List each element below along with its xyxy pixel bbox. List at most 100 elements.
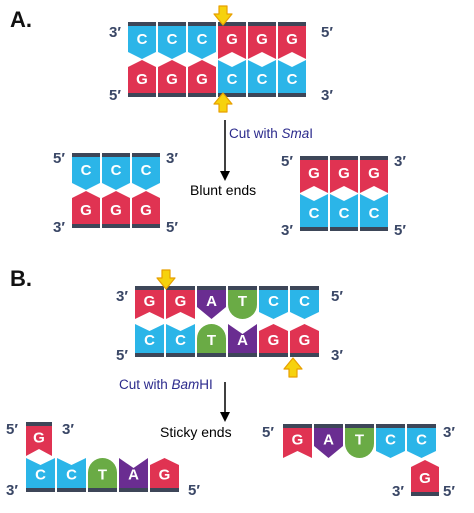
strand-end-label: 3′ [281,222,293,239]
backbone-segment [218,22,246,26]
nucleotide-shape [158,26,186,59]
strand-end-label: 5′ [109,87,121,104]
base-c: C [290,286,319,319]
backbone-segment [228,286,257,290]
nucleotide-shape [88,458,118,488]
strand-end-label: 5′ [188,482,200,499]
nucleotide-shape [132,157,160,190]
backbone-segment [290,353,319,357]
blunt-ends-label: Blunt ends [190,182,256,198]
base-letter: G [299,332,311,349]
base-g: G [300,156,328,193]
backbone-segment [248,93,276,97]
backbone-segment [330,156,358,160]
base-g: G [360,156,388,193]
base-a: A [197,286,226,319]
base-g: G [102,191,130,228]
base-a: A [228,324,257,357]
base-g: G [128,60,156,97]
base-letter: T [207,332,216,349]
backbone-segment [376,424,405,428]
base-g: G [158,60,186,97]
nucleotide-shape [128,60,156,93]
backbone-segment [300,156,328,160]
base-letter: G [144,293,156,310]
base-letter: C [137,31,148,48]
nucleotide-shape [345,428,374,458]
backbone-segment [218,93,246,97]
backbone-segment [128,93,156,97]
base-c: C [360,194,388,231]
base-letter: C [144,332,155,349]
backbone-segment [26,422,52,426]
nucleotide-shape [407,428,436,458]
base-letter: C [257,71,268,88]
strand-end-label: 3′ [62,421,74,438]
base-c: C [407,424,436,458]
nucleotide-shape [197,324,226,353]
base-g: G [330,156,358,193]
nucleotide-shape [72,157,100,190]
base-letter: G [338,165,350,182]
nucleotide-shape [259,290,288,319]
bottom-strand-bases: G [411,460,439,496]
base-letter: G [110,202,122,219]
nucleotide-shape [72,191,100,224]
backbone-segment [188,93,216,97]
base-letter: C [309,205,320,222]
strand-end-label: 5′ [116,347,128,364]
base-letter: C [66,467,77,484]
backbone-segment [278,93,306,97]
backbone-segment [278,22,306,26]
backbone-segment [128,22,156,26]
backbone-segment [360,227,388,231]
base-a: A [119,458,148,492]
process-down-arrow-icon [220,382,230,422]
base-letter: C [385,432,396,449]
nucleotide-shape [411,460,439,492]
nucleotide-shape [290,324,319,353]
base-letter: C [35,467,46,484]
backbone-segment [259,353,288,357]
backbone-segment [166,286,195,290]
backbone-segment [119,488,148,492]
nucleotide-shape [228,324,257,353]
base-letter: C [81,162,92,179]
nucleotide-shape [128,26,156,59]
base-c: C [72,153,100,190]
nucleotide-shape [218,60,246,93]
cut-site-arrow-icon [213,5,233,26]
base-t: T [88,458,118,492]
backbone-segment [158,22,186,26]
nucleotide-shape [314,428,343,458]
backbone-segment [283,424,312,428]
strand-end-label: 3′ [331,347,343,364]
nucleotide-shape [135,290,164,319]
nucleotide-shape [290,290,319,319]
base-letter: G [292,432,304,449]
backbone-segment [132,153,160,157]
backbone-segment [135,286,164,290]
backbone-segment [228,353,257,357]
nucleotide-shape [300,194,328,227]
backbone-segment [197,353,226,357]
base-g: G [259,324,288,357]
base-letter: A [128,467,139,484]
backbone-segment [197,286,226,290]
enzyme-cut-label: Cut with BamHI [119,377,213,392]
nucleotide-shape [158,60,186,93]
base-letter: G [268,332,280,349]
base-letter: C [369,205,380,222]
base-c: C [278,60,306,97]
base-t: T [197,324,226,357]
base-c: C [376,424,405,458]
base-letter: C [197,31,208,48]
nucleotide-shape [102,157,130,190]
base-letter: G [419,470,431,487]
base-c: C [158,22,186,59]
nucleotide-shape [360,160,388,193]
